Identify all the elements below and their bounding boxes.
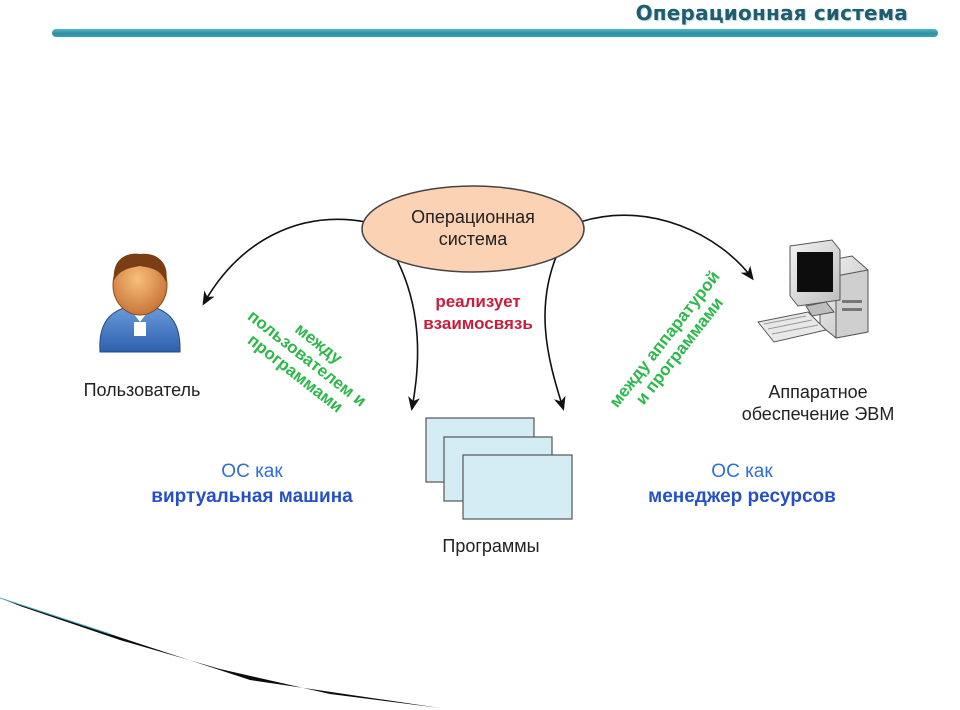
hardware-label-line1: Аппаратное: [768, 382, 868, 402]
programs-label: Программы: [442, 536, 540, 556]
vm-line2: виртуальная машина: [151, 486, 353, 507]
user-icon: [99, 253, 181, 353]
arrow-to-programs-right: [544, 235, 567, 411]
os-resource-manager-label: ОС как менеджер ресурсов: [624, 459, 860, 509]
vm-line1: ОС как: [221, 461, 283, 482]
rm-line1: ОС как: [711, 461, 773, 482]
os-label-line1: Операционная: [411, 207, 535, 227]
rm-line2: менеджер ресурсов: [648, 486, 836, 507]
os-virtual-machine-label: ОС как виртуальная машина: [130, 459, 374, 509]
slide-title: Операционная система: [635, 1, 908, 25]
realizes-relationship-label: реализует взаимосвязь: [408, 291, 548, 335]
arrow-to-hardware: [579, 214, 754, 281]
os-ellipse-label: Операционная система: [388, 206, 558, 250]
os-ellipse: [361, 185, 585, 273]
hardware-label-line2: обеспечение ЭВМ: [741, 404, 895, 424]
os-label-line2: система: [438, 229, 508, 249]
documents-icon: [425, 417, 573, 520]
hardware-label: Аппаратное обеспечение ЭВМ: [718, 381, 918, 425]
document-front: [462, 454, 573, 520]
title-bar: [52, 29, 938, 37]
arrow-to-user: [202, 218, 367, 306]
realizes-line1: реализует: [435, 292, 521, 311]
user-label: Пользователь: [83, 380, 201, 400]
decorative-wedge: [0, 597, 440, 708]
computer-icon: [757, 239, 869, 343]
realizes-line2: взаимосвязь: [423, 314, 533, 333]
